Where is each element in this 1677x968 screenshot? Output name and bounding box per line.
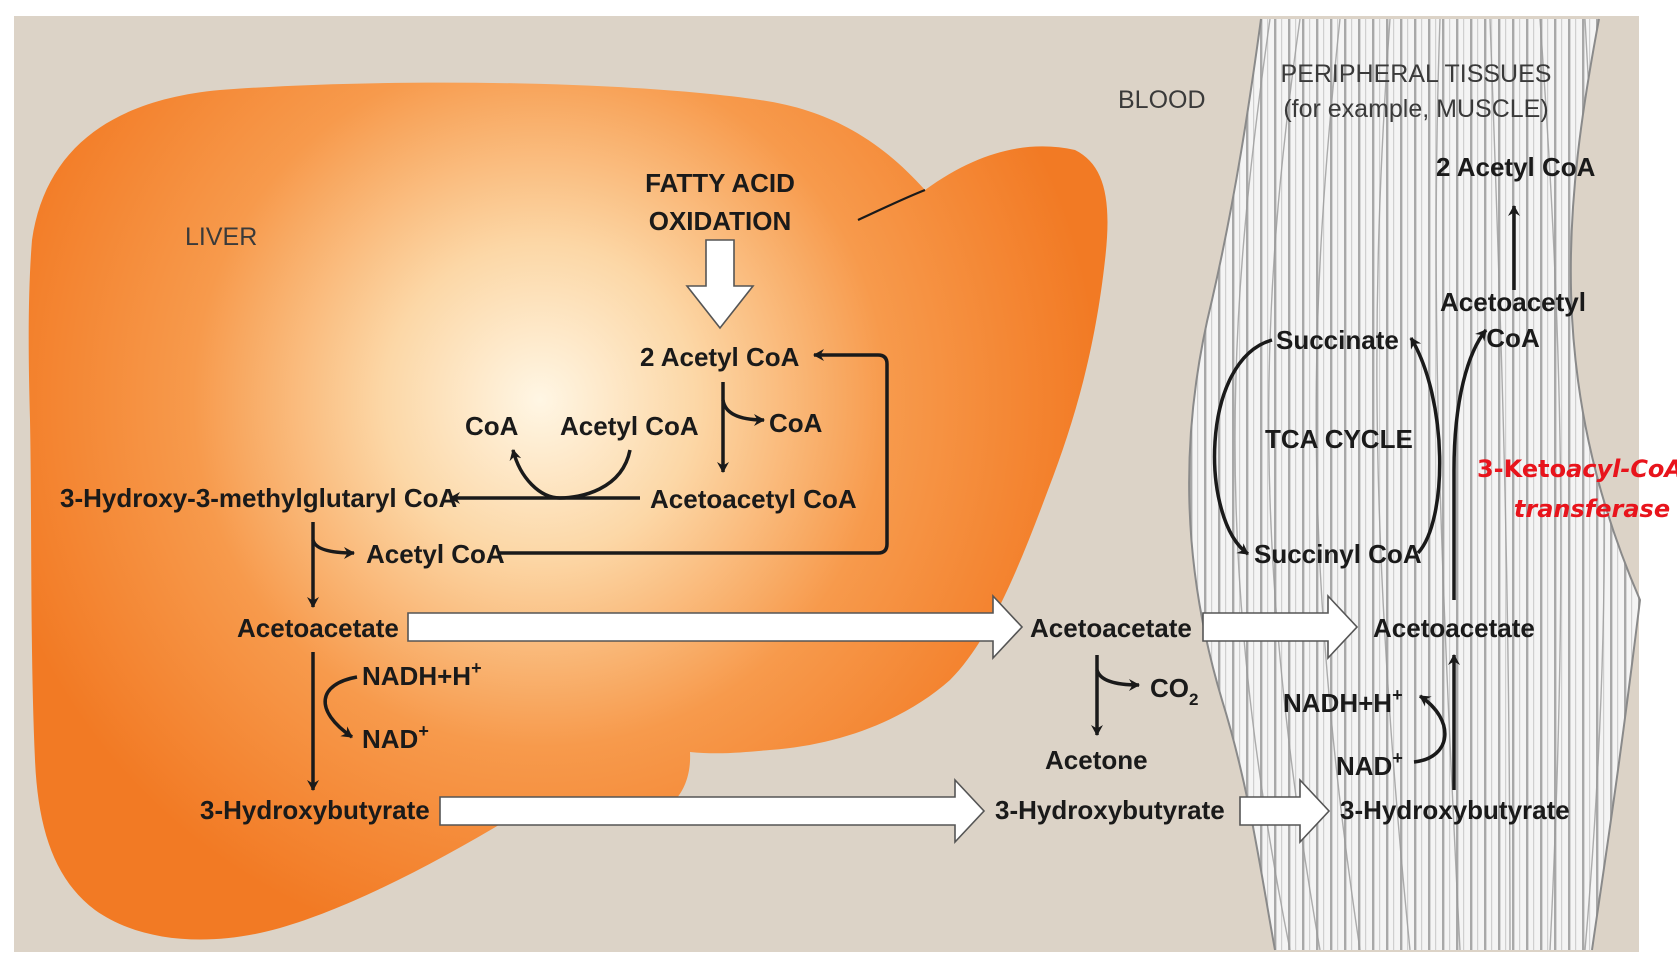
blood-co2-text: CO	[1150, 673, 1189, 703]
blood-label: BLOOD	[1118, 86, 1206, 114]
enzyme-label-line1: 3-Ketoacyl-CoA	[1477, 455, 1677, 483]
enzyme-label-line2: transferase	[1514, 495, 1670, 523]
liver-nad-sup: +	[418, 721, 429, 741]
tissue-nad-sup: +	[1392, 748, 1403, 768]
fatty-acid-oxidation-line2: OXIDATION	[649, 206, 792, 236]
fatty-acid-oxidation-line1: FATTY ACID	[645, 168, 795, 198]
blood-acetone: Acetone	[1045, 745, 1148, 775]
tissue-nadh-label: NADH+H+	[1283, 685, 1403, 718]
liver-acetyl-coa-input: Acetyl CoA	[560, 411, 699, 441]
tissue-nad-text: NAD	[1336, 751, 1392, 781]
liver-coa-left: CoA	[465, 411, 519, 441]
liver-label: LIVER	[185, 223, 257, 251]
tissue-nadh-sup: +	[1392, 685, 1403, 705]
tissue-succinate: Succinate	[1276, 325, 1399, 355]
tissue-acetoacetate: Acetoacetate	[1373, 613, 1535, 643]
tissue-hydroxybutyrate: 3-Hydroxybutyrate	[1340, 795, 1570, 825]
tissue-succinyl-coa: Succinyl CoA	[1254, 539, 1422, 569]
enzyme-italic: acyl-CoA	[1566, 455, 1677, 483]
liver-2-acetyl-coa: 2 Acetyl CoA	[640, 342, 800, 372]
blood-co2-sub: 2	[1189, 690, 1198, 709]
liver-acetyl-coa-released: Acetyl CoA	[366, 539, 505, 569]
tissue-acetoacetyl-line2: CoA	[1486, 323, 1540, 353]
tissue-acetoacetyl-line1: Acetoacetyl	[1440, 287, 1586, 317]
tissue-nadh-text: NADH+H	[1283, 688, 1392, 718]
liver-coa-right: CoA	[769, 408, 823, 438]
liver-nadh-text: NADH+H	[362, 661, 471, 691]
peripheral-example-label: (for example, MUSCLE)	[1283, 95, 1548, 123]
liver-nadh-label: NADH+H+	[362, 658, 482, 691]
tca-cycle-label: TCA CYCLE	[1265, 424, 1413, 454]
liver-hmg-coa: 3-Hydroxy-3-methylglutaryl CoA	[60, 483, 458, 513]
blood-hydroxybutyrate: 3-Hydroxybutyrate	[995, 795, 1225, 825]
liver-acetoacetate: Acetoacetate	[237, 613, 399, 643]
peripheral-tissues-label: PERIPHERAL TISSUES	[1281, 60, 1552, 88]
liver-nadh-sup: +	[471, 658, 482, 678]
liver-hydroxybutyrate: 3-Hydroxybutyrate	[200, 795, 430, 825]
blood-acetoacetate: Acetoacetate	[1030, 613, 1192, 643]
enzyme-prefix: 3-Keto	[1477, 455, 1566, 483]
liver-nad-text: NAD	[362, 724, 418, 754]
tissue-2-acetyl-coa: 2 Acetyl CoA	[1436, 152, 1596, 182]
liver-acetoacetyl-coa: Acetoacetyl CoA	[650, 484, 857, 514]
